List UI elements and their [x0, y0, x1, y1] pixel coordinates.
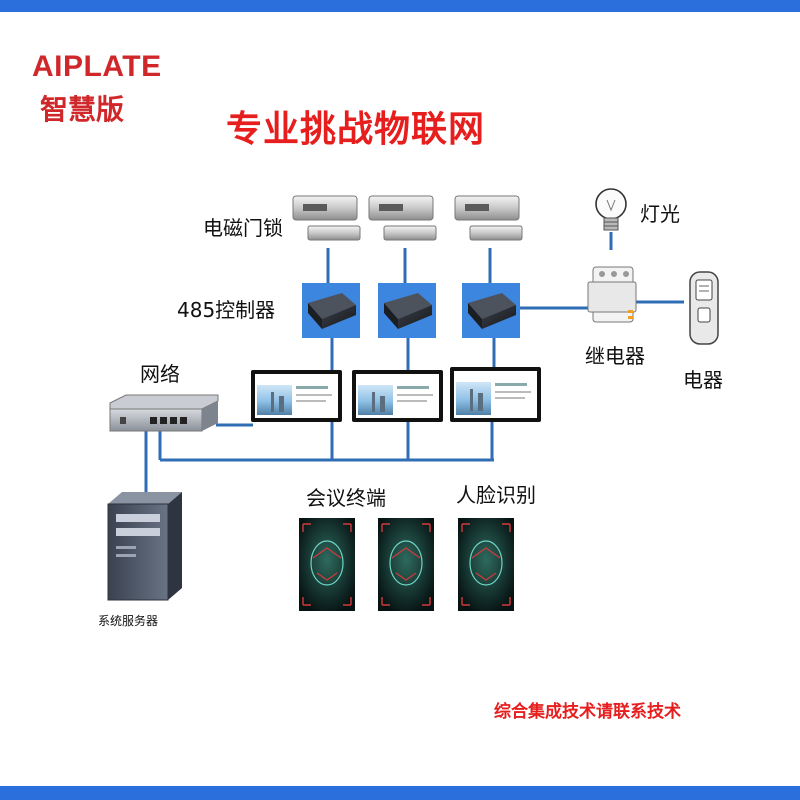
face-recognition-2	[378, 518, 434, 611]
face-recognition-1	[299, 518, 355, 611]
label-appliance: 电器	[683, 368, 723, 392]
label-controller: 485控制器	[177, 298, 276, 322]
label-relay: 继电器	[585, 344, 645, 368]
relay-icon	[587, 266, 637, 323]
label-light: 灯光	[640, 202, 680, 226]
meeting-terminal-2	[352, 370, 443, 422]
light-bulb-icon	[595, 188, 627, 231]
label-server: 系统服务器	[98, 614, 159, 628]
face-recognition-3	[458, 518, 514, 611]
footer-note: 综合集成技术请联系技术	[494, 702, 681, 722]
controller-3	[462, 283, 520, 338]
meeting-terminal-1	[251, 370, 342, 422]
label-meeting-terminal: 会议终端	[306, 486, 386, 510]
label-door-lock: 电磁门锁	[203, 216, 283, 240]
label-face-recognition: 人脸识别	[456, 483, 536, 507]
meeting-terminal-3	[450, 367, 541, 422]
network-switch-icon	[109, 394, 219, 432]
page-title: 专业挑战物联网	[226, 109, 486, 150]
brand-name-en: AIPLATE	[32, 50, 162, 83]
door-lock-2	[368, 195, 437, 241]
door-lock-1	[292, 195, 361, 241]
label-network: 网络	[140, 362, 180, 386]
door-lock-3	[454, 195, 523, 241]
connector-lines	[144, 232, 684, 500]
server-icon	[107, 492, 182, 601]
controller-2	[378, 283, 436, 338]
appliance-remote-icon	[689, 271, 719, 345]
controller-1	[302, 283, 360, 338]
top-accent-bar	[0, 0, 800, 12]
bottom-accent-bar	[0, 786, 800, 800]
brand-name-cn: 智慧版	[40, 93, 125, 126]
